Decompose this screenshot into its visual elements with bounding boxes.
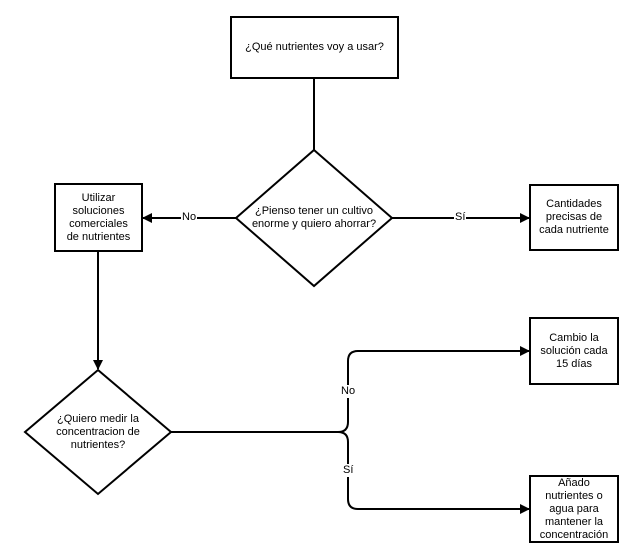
edge-label-no-1: No bbox=[181, 211, 198, 224]
node-decision-save-label: ¿Pienso tener un cultivo enorme y quiero… bbox=[251, 205, 377, 230]
edge-label-no-2: No bbox=[340, 385, 357, 398]
node-precise-label: Cantidades precisas de cada nutriente bbox=[539, 198, 609, 236]
node-change-label: Cambio la solución cada 15 días bbox=[540, 331, 608, 370]
node-decision-measure-shape bbox=[23, 368, 173, 496]
edge-label-si-1: Sí bbox=[454, 211, 467, 224]
node-precise-box bbox=[529, 184, 619, 251]
node-decision-save-shape bbox=[234, 148, 394, 288]
node-commercial-label: Utilizar soluciones comerciales de nutri… bbox=[66, 191, 131, 243]
node-start-label: ¿Qué nutrientes voy a usar? bbox=[245, 41, 384, 53]
node-decision-measure-label: ¿Quiero medir la concentracion de nutrie… bbox=[56, 412, 140, 451]
node-add-box bbox=[529, 475, 619, 543]
node-change-box bbox=[529, 317, 619, 385]
node-start-box bbox=[230, 16, 399, 79]
edge-label-si-2: Sí bbox=[342, 464, 355, 477]
node-add-label: Añado nutrientes o agua para mantener la… bbox=[539, 476, 609, 541]
edge-measure-si-to-add bbox=[337, 431, 530, 514]
